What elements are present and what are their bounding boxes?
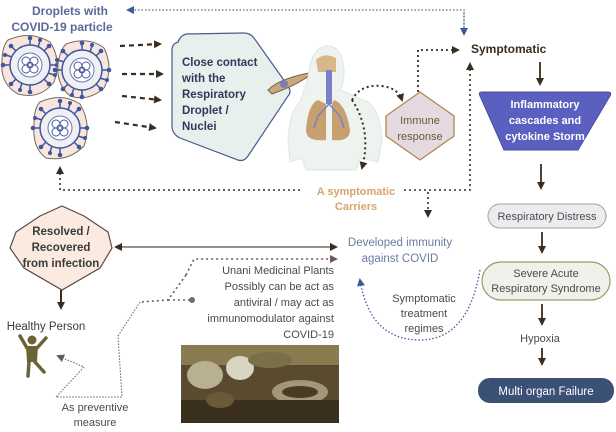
droplets-title: Droplets with (32, 4, 108, 18)
svg-text:Unani Medicinal Plants: Unani Medicinal Plants (222, 265, 334, 277)
immune-to-symptomatic-arrow (417, 46, 460, 92)
svg-text:with the: with the (181, 73, 225, 85)
respiratory-distress-label: Respiratory Distress (497, 211, 597, 223)
preventive-label: As preventive (62, 402, 129, 414)
carriers-to-symptomatic-arrow (404, 62, 474, 191)
symptomatic-label: Symptomatic (471, 42, 547, 56)
symptomatic-treatment-label-3: regimes (404, 323, 444, 335)
preventive-arrow (54, 301, 141, 398)
asymptomatic-carriers-label-2: Carriers (335, 201, 377, 213)
unani-to-immunity-arrow (185, 255, 338, 276)
close-contact-label: Close contact with the Respiratory Dropl… (181, 57, 258, 133)
preventive-label-2: measure (74, 417, 117, 429)
healthy-person-label: Healthy Person (7, 321, 86, 333)
sars-label-2: Respiratory Syndrome (491, 283, 600, 295)
respiratory-distress-shape (487, 203, 607, 229)
resolved-shape (9, 205, 113, 291)
immune-response-shape (385, 91, 455, 161)
unani-label: Unani Medicinal Plants Possibly can be a… (207, 265, 334, 341)
inflammatory-label-3: cytokine Storm (505, 131, 585, 143)
close-contact-shape (171, 32, 291, 162)
developed-immunity-label: Developed immunity (348, 237, 452, 249)
asymptomatic-carriers-label: A symptomatic (317, 186, 395, 198)
virus-droplet-icon (0, 34, 61, 96)
symptomatic-treatment-label: Symptomatic (392, 293, 456, 305)
lungs-to-carriers-arrow (351, 99, 368, 170)
inflammatory-label: Inflammatory (510, 99, 580, 111)
svg-text:Possibly can be act as: Possibly can be act as (225, 281, 335, 293)
unani-dot (189, 297, 195, 303)
svg-text:Nuclei: Nuclei (182, 121, 217, 133)
svg-text:Respiratory: Respiratory (182, 89, 247, 101)
multi-organ-failure-shape (478, 378, 614, 403)
svg-text:Droplet /: Droplet / (182, 105, 229, 117)
sars-label: Severe Acute (513, 268, 578, 280)
carriers-to-droplets-arrow (56, 166, 300, 191)
inflammatory-label-2: cascades and (509, 115, 581, 127)
sars-shape (481, 261, 611, 301)
multi-organ-failure-label: Multi organ Failure (498, 386, 593, 398)
lungs-to-immune-arrow (351, 84, 404, 102)
inflammatory-shape (478, 91, 612, 151)
immune-response-label: Immune (400, 115, 440, 127)
svg-text:Close contact: Close contact (182, 57, 258, 69)
svg-text:immunomodulator against: immunomodulator against (207, 313, 334, 325)
herbal-medicine-photo (181, 345, 339, 423)
hypoxia-label: Hypoxia (520, 333, 561, 345)
droplet-arrows (114, 40, 164, 132)
resolved-label: Resolved / (32, 226, 90, 238)
unani-connector (139, 274, 187, 303)
virus-droplet-icon (29, 97, 91, 160)
resolved-label-3: from infection (23, 258, 100, 270)
virus-droplet-icon (51, 39, 113, 101)
svg-text:COVID-19: COVID-19 (283, 329, 334, 341)
symptomatic-treatment-label-2: treatment (401, 308, 447, 320)
svg-text:antiviral / may act as: antiviral / may act as (234, 297, 335, 309)
immune-response-label-2: response (397, 131, 442, 143)
resolved-label-2: Recovered (32, 242, 91, 254)
arrowhead-to-resolved (114, 243, 122, 251)
person-cheering-icon (18, 334, 48, 378)
human-respiratory-system-icon (267, 45, 383, 171)
top-dotted-line (126, 6, 465, 32)
droplets-title-2: COVID-19 particle (11, 20, 113, 34)
developed-immunity-label-2: against COVID (362, 253, 439, 265)
